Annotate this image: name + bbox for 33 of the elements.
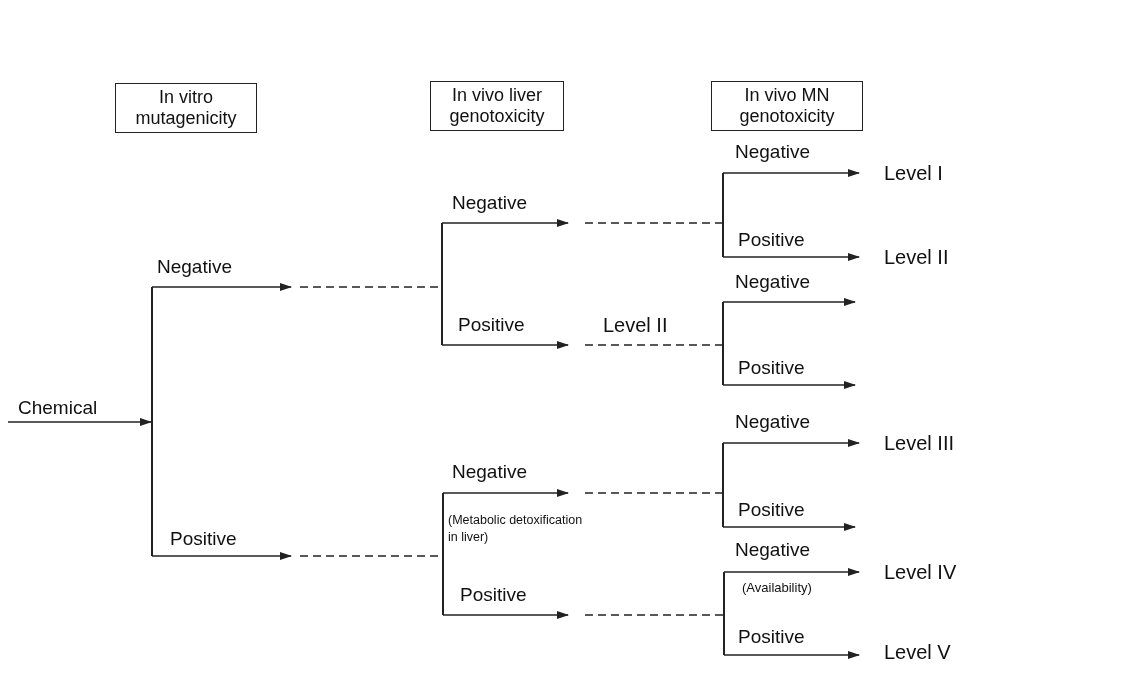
level-label: Level V [860,639,951,665]
arrow [7,418,152,426]
arrow [722,439,860,447]
bracket-line [441,223,443,345]
arrow [441,219,569,227]
bracket-line [722,443,724,527]
arrow [151,552,292,560]
arrow [441,341,569,349]
level-label: Level II [860,244,949,270]
arrow [442,611,569,619]
arrow [722,253,860,261]
stage-box: In vitro mutagenicity [115,83,257,133]
arrow [723,568,860,576]
bracket-line [722,173,724,257]
bracket-line [723,572,725,655]
level-label: Level III [860,430,955,456]
bracket-line [442,493,444,615]
note-text: (Availability) [742,580,813,596]
arrow [722,298,856,306]
arrow [442,489,569,497]
bracket-line [151,287,153,556]
arrow [722,523,856,531]
arrow [151,283,292,291]
arrow [722,169,860,177]
note-text: (Metabolic detoxification in liver) [448,512,584,546]
level-label: Level IV [860,559,957,585]
level-label: Level I [860,160,943,186]
bracket-line [722,302,724,385]
arrow [722,381,856,389]
stage-box: In vivo MN genotoxicity [711,81,863,131]
stage-box: In vivo liver genotoxicity [430,81,564,131]
arrow [723,651,860,659]
note-text: Level II [603,314,669,336]
